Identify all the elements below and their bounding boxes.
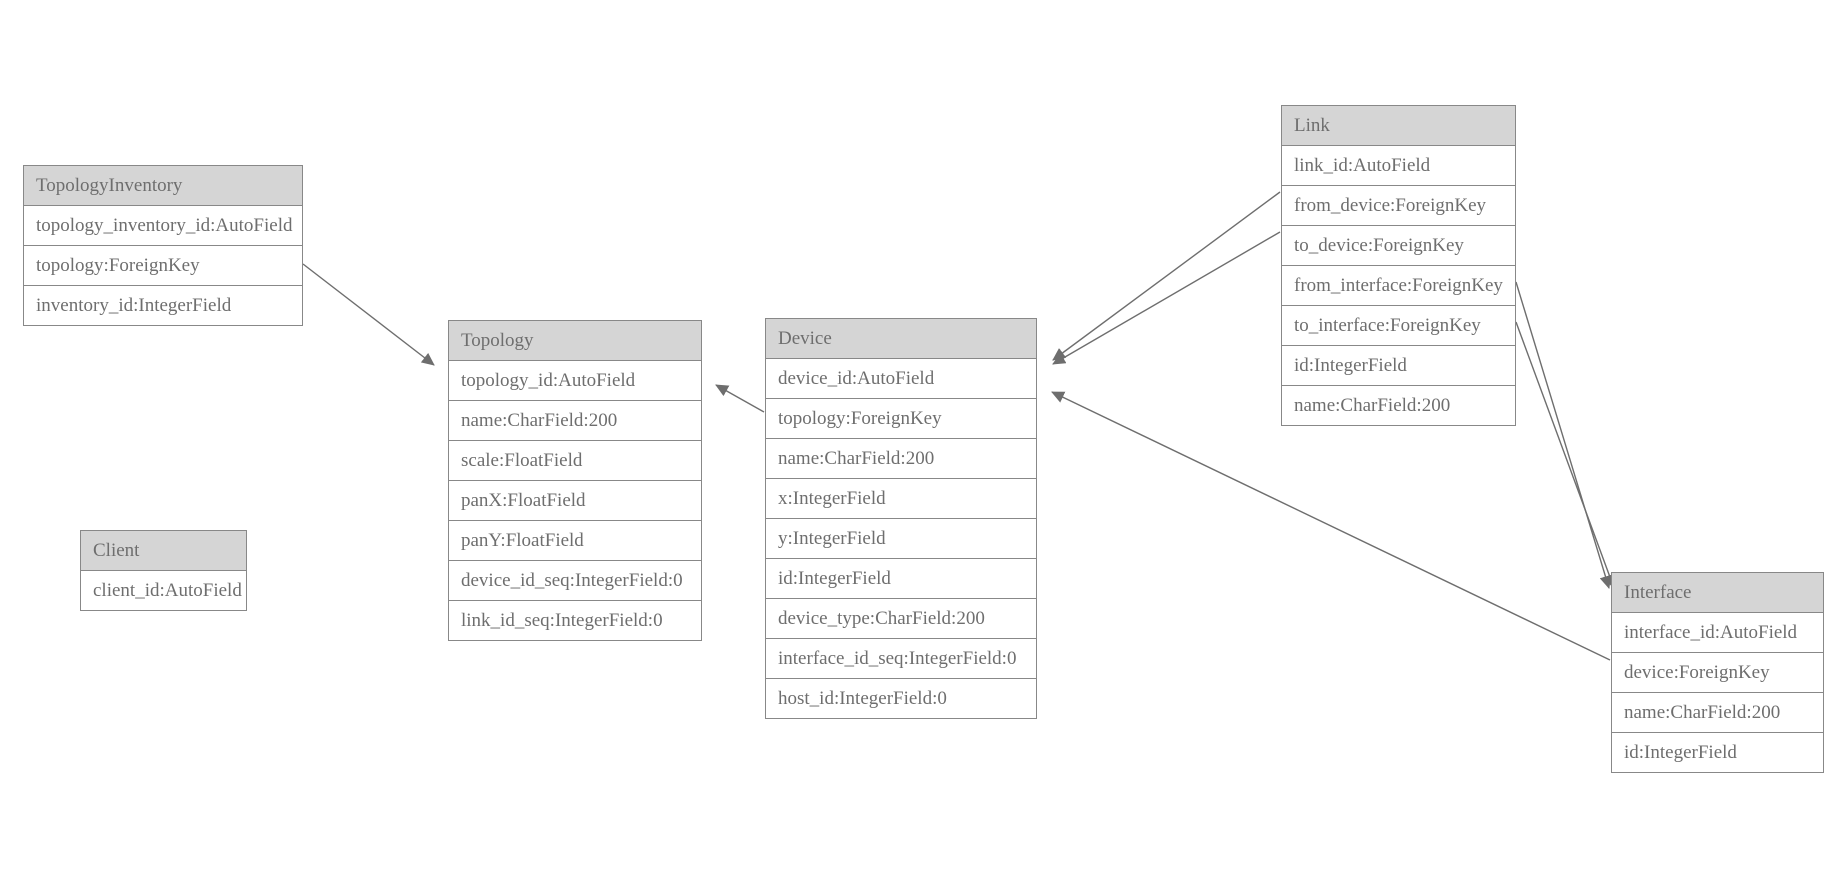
- entity-field: client_id:AutoField: [81, 571, 246, 611]
- entity-field: host_id:IntegerField:0: [766, 679, 1036, 719]
- entity-field: from_interface:ForeignKey: [1282, 266, 1515, 306]
- entity-title-device: Device: [766, 319, 1036, 359]
- entity-client[interactable]: Client client_id:AutoField: [80, 530, 247, 611]
- entity-field: link_id:AutoField: [1282, 146, 1515, 186]
- entity-field: topology:ForeignKey: [766, 399, 1036, 439]
- entity-field: name:CharField:200: [449, 401, 701, 441]
- entity-field: device_id:AutoField: [766, 359, 1036, 399]
- entity-field: to_interface:ForeignKey: [1282, 306, 1515, 346]
- entity-field: panX:FloatField: [449, 481, 701, 521]
- edge-link-from-device: [1052, 191, 1281, 361]
- edge-device-topology: [715, 384, 765, 413]
- entity-field: scale:FloatField: [449, 441, 701, 481]
- edge-link-to-device: [1052, 231, 1281, 365]
- entity-field: name:CharField:200: [766, 439, 1036, 479]
- entity-device[interactable]: Device device_id:AutoField topology:Fore…: [765, 318, 1037, 719]
- entity-title-topology-inventory: TopologyInventory: [24, 166, 302, 206]
- entity-field: id:IntegerField: [1612, 733, 1823, 773]
- entity-field: link_id_seq:IntegerField:0: [449, 601, 701, 641]
- entity-field: id:IntegerField: [1282, 346, 1515, 386]
- entity-interface[interactable]: Interface interface_id:AutoField device:…: [1611, 572, 1824, 773]
- entity-field: topology_inventory_id:AutoField: [24, 206, 302, 246]
- entity-field: panY:FloatField: [449, 521, 701, 561]
- entity-title-link: Link: [1282, 106, 1515, 146]
- entity-title-topology: Topology: [449, 321, 701, 361]
- entity-title-interface: Interface: [1612, 573, 1823, 613]
- entity-field: device_type:CharField:200: [766, 599, 1036, 639]
- entity-field: to_device:ForeignKey: [1282, 226, 1515, 266]
- edge-link-to-interface: [1515, 321, 1616, 589]
- entity-field: name:CharField:200: [1282, 386, 1515, 426]
- entity-field: x:IntegerField: [766, 479, 1036, 519]
- edge-link-from-interface: [1515, 281, 1612, 589]
- entity-title-client: Client: [81, 531, 246, 571]
- entity-field: inventory_id:IntegerField: [24, 286, 302, 326]
- entity-field: name:CharField:200: [1612, 693, 1823, 733]
- entity-field: topology_id:AutoField: [449, 361, 701, 401]
- entity-field: topology:ForeignKey: [24, 246, 302, 286]
- entity-field: device_id_seq:IntegerField:0: [449, 561, 701, 601]
- entity-topology-inventory[interactable]: TopologyInventory topology_inventory_id:…: [23, 165, 303, 326]
- edge-topologyinventory-topology: [302, 263, 435, 366]
- entity-field: from_device:ForeignKey: [1282, 186, 1515, 226]
- entity-field: interface_id:AutoField: [1612, 613, 1823, 653]
- entity-field: y:IntegerField: [766, 519, 1036, 559]
- edge-interface-device: [1051, 391, 1611, 661]
- entity-field: interface_id_seq:IntegerField:0: [766, 639, 1036, 679]
- entity-field: device:ForeignKey: [1612, 653, 1823, 693]
- entity-field: id:IntegerField: [766, 559, 1036, 599]
- entity-link[interactable]: Link link_id:AutoField from_device:Forei…: [1281, 105, 1516, 426]
- entity-topology[interactable]: Topology topology_id:AutoField name:Char…: [448, 320, 702, 641]
